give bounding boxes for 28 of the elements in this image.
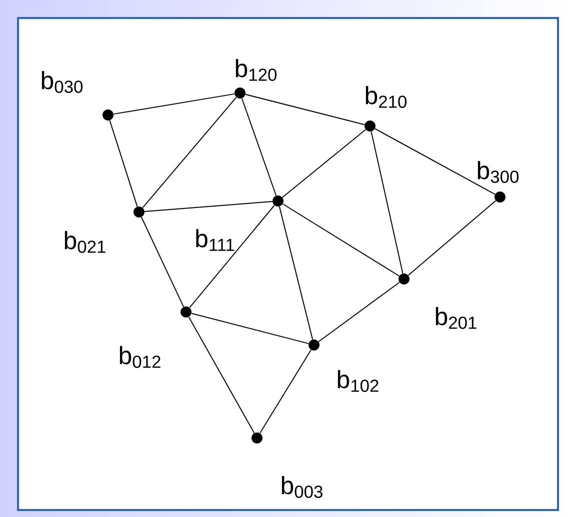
vertex-label: b$_{300}$ [478, 161, 519, 183]
vertex-label: b$_{201}$ [436, 307, 476, 329]
edge-line [374, 128, 496, 195]
edge-line [318, 282, 400, 342]
edge-line [370, 131, 404, 274]
vertex-label: b$_{111}$ [196, 229, 234, 251]
edge-line [140, 216, 184, 308]
vertex-label: b$_{030}$ [42, 71, 83, 93]
edge-line [113, 93, 235, 115]
edge-line [144, 200, 273, 212]
vertex-label: b$_{102}$ [338, 370, 378, 392]
edge-line [408, 200, 496, 276]
edge-line [282, 204, 400, 276]
edge-line [278, 206, 314, 340]
vertex-label: b$_{003}$ [282, 476, 322, 498]
edge-line [109, 120, 138, 208]
edge-line [241, 98, 277, 196]
edge-line [191, 312, 309, 344]
edge-line [189, 204, 275, 308]
vertex-label: b$_{210}$ [366, 86, 407, 108]
edge-line [188, 316, 255, 434]
edge-line [259, 349, 312, 434]
edge-line [245, 94, 365, 126]
vertex-label: b$_{120}$ [236, 59, 277, 81]
edge-line [282, 129, 366, 198]
edge-line [142, 96, 237, 208]
vertex-label: b$_{021}$ [64, 231, 106, 253]
vertex-label: b$_{012}$ [120, 346, 160, 368]
